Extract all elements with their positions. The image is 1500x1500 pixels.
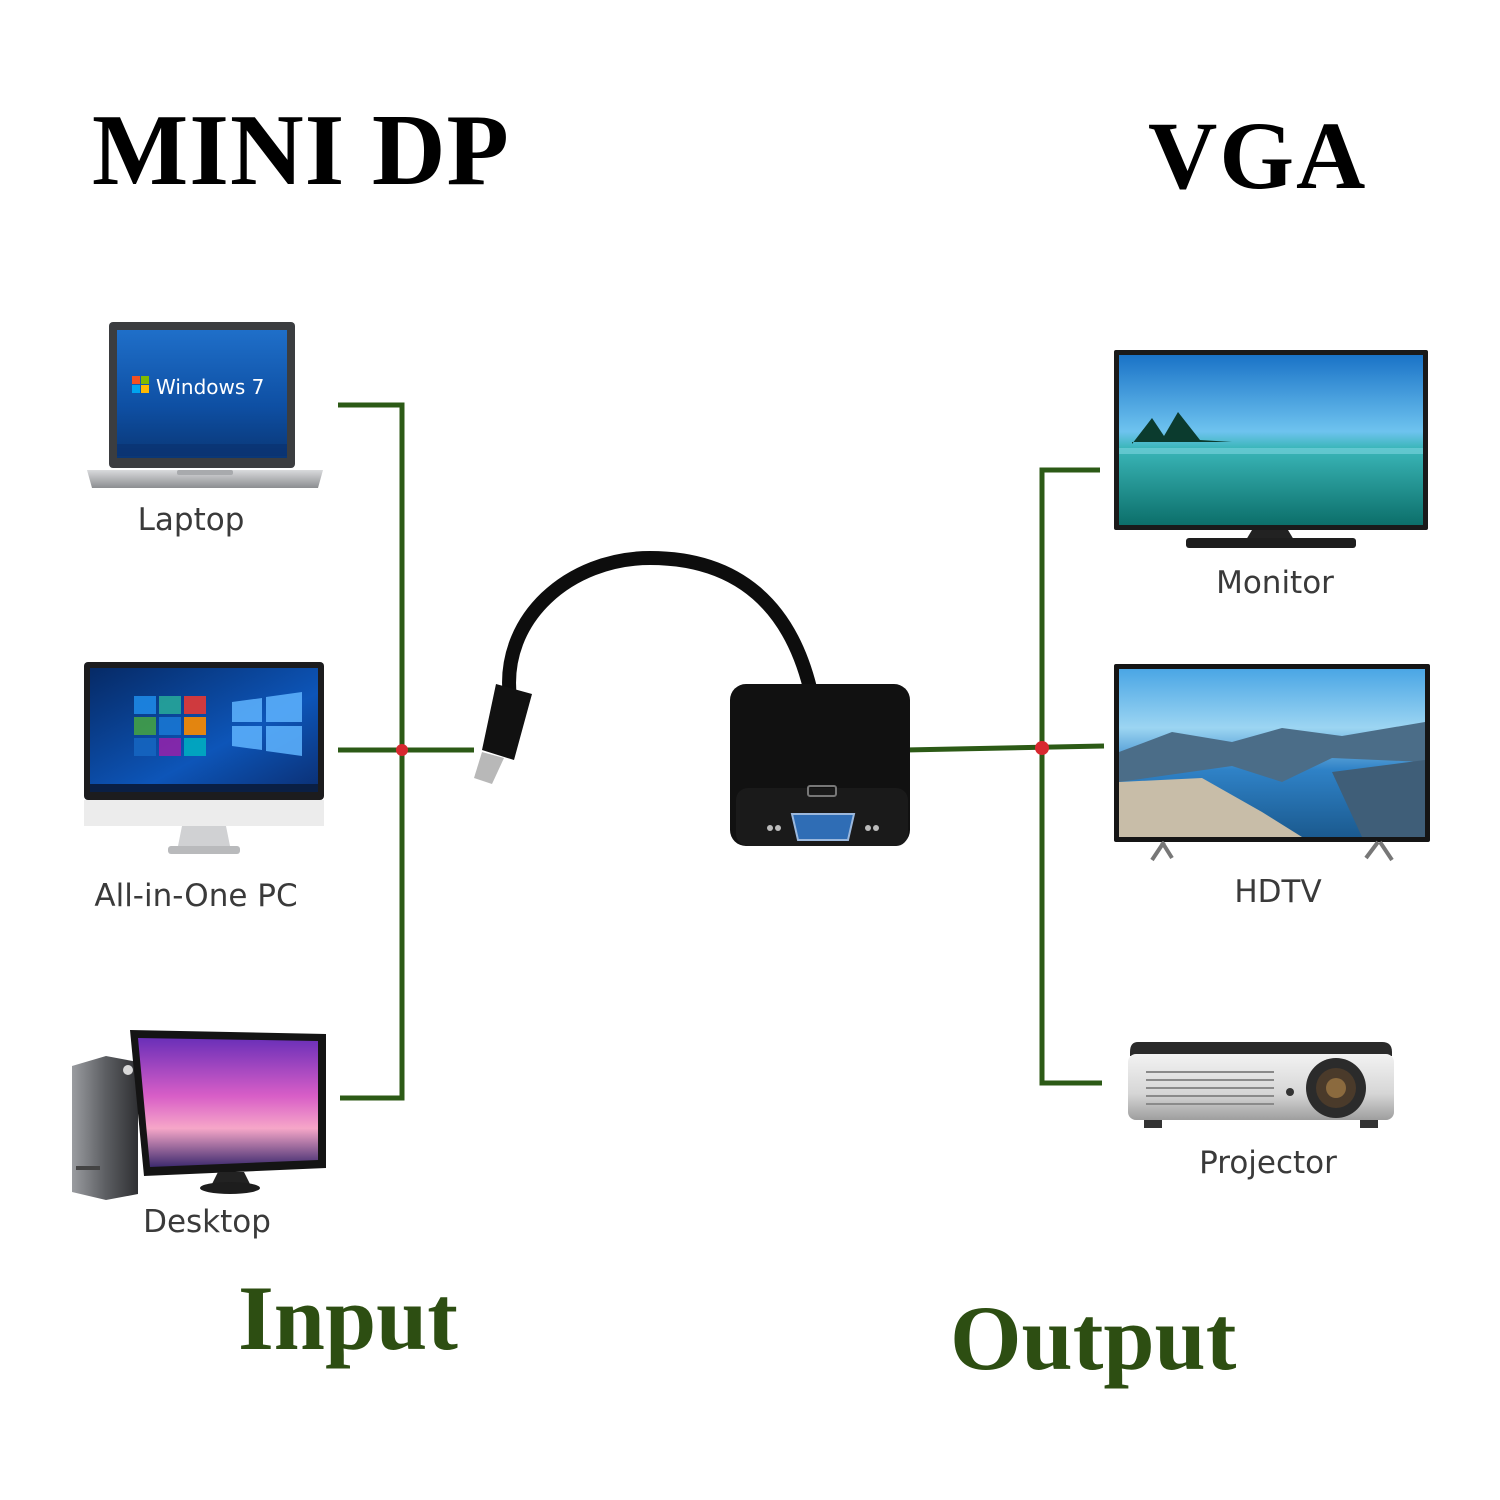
monitor-icon bbox=[1114, 350, 1428, 548]
projector-lens-icon bbox=[1306, 1058, 1366, 1118]
windows-logo-icon bbox=[132, 376, 149, 393]
windows-10-logo-icon bbox=[232, 692, 302, 756]
laptop-screen-text: Windows 7 bbox=[156, 375, 264, 399]
desktop-label: Desktop bbox=[143, 1204, 271, 1240]
mini-dp-plug-icon bbox=[474, 684, 532, 784]
all-in-one-pc-icon bbox=[84, 662, 324, 854]
projector-label: Projector bbox=[1199, 1145, 1337, 1181]
desktop-computer-icon bbox=[72, 1030, 326, 1200]
laptop-icon: Windows 7 bbox=[87, 322, 323, 488]
vga-logo-icon bbox=[807, 785, 837, 797]
projector-icon bbox=[1128, 1042, 1394, 1128]
input-footer-label: Input bbox=[238, 1267, 458, 1369]
output-interface-title: VGA bbox=[1148, 102, 1368, 209]
output-junction-dot bbox=[1035, 741, 1049, 755]
computer-tower-icon bbox=[72, 1056, 138, 1200]
hdtv-label: HDTV bbox=[1234, 874, 1322, 910]
output-footer-label: Output bbox=[950, 1287, 1237, 1389]
input-interface-title: MINI DP bbox=[92, 94, 510, 207]
adapter-cable bbox=[502, 550, 817, 705]
vga-port-icon bbox=[790, 813, 856, 841]
hdtv-icon bbox=[1114, 664, 1430, 862]
desktop-monitor-icon bbox=[130, 1030, 326, 1194]
laptop-label: Laptop bbox=[137, 502, 245, 538]
mini-dp-to-vga-adapter bbox=[474, 550, 910, 846]
input-junction-dot bbox=[396, 744, 408, 756]
output-bracket bbox=[904, 467, 1105, 1086]
monitor-label: Monitor bbox=[1216, 565, 1334, 601]
vga-adapter-box bbox=[730, 684, 910, 846]
all-in-one-pc-label: All-in-One PC bbox=[94, 878, 298, 914]
